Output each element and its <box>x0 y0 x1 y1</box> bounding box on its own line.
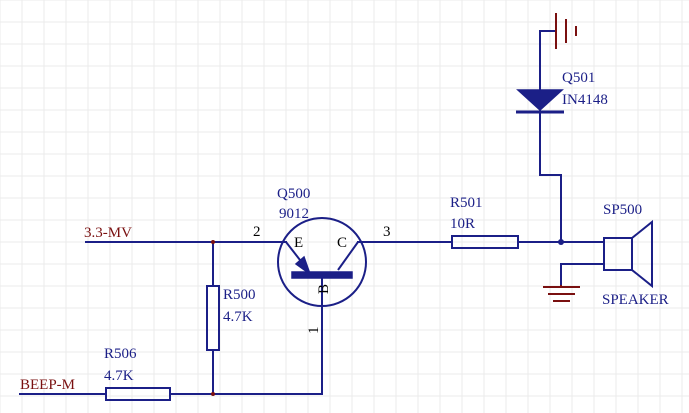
q500-value: 9012 <box>279 206 309 222</box>
resistor-r506 <box>105 387 171 401</box>
wire-diode-anode <box>539 30 557 91</box>
sp500-value: SPEAKER <box>602 292 669 308</box>
r506-ref: R506 <box>104 346 137 362</box>
net-label-vcc: 3.3-MV <box>84 225 132 241</box>
transistor-q500 <box>277 217 367 307</box>
wire-speaker-gnd <box>560 263 605 286</box>
r500-value: 4.7K <box>223 309 253 325</box>
resistor-r500 <box>206 285 220 351</box>
q501-value: IN4148 <box>562 92 608 108</box>
ground-top <box>555 13 577 49</box>
wires <box>19 30 605 395</box>
q501-ref: Q501 <box>562 70 595 86</box>
junction-dot <box>558 239 564 245</box>
r501-ref: R501 <box>450 195 483 211</box>
sp500-ref: SP500 <box>603 202 642 218</box>
r500-ref: R500 <box>223 287 256 303</box>
pin-base-number: 1 <box>306 327 322 335</box>
q500-pin-b: B <box>316 284 332 294</box>
junction-dot <box>211 392 215 396</box>
net-label-beep: BEEP-M <box>20 377 75 393</box>
r506-value: 4.7K <box>104 368 134 384</box>
q500-pin-c: C <box>337 235 347 251</box>
resistor-r501 <box>451 235 519 249</box>
pin-emitter-number: 2 <box>253 224 261 240</box>
q500-pin-e: E <box>294 235 303 251</box>
diode-q501 <box>516 89 564 114</box>
wire-diode-cathode <box>539 109 562 243</box>
r501-value: 10R <box>450 216 475 232</box>
q500-ref: Q500 <box>277 186 310 202</box>
ground-bottom <box>543 285 580 302</box>
speaker-sp500 <box>603 219 653 289</box>
pin-collector-number: 3 <box>383 224 391 240</box>
junction-dot <box>211 240 215 244</box>
